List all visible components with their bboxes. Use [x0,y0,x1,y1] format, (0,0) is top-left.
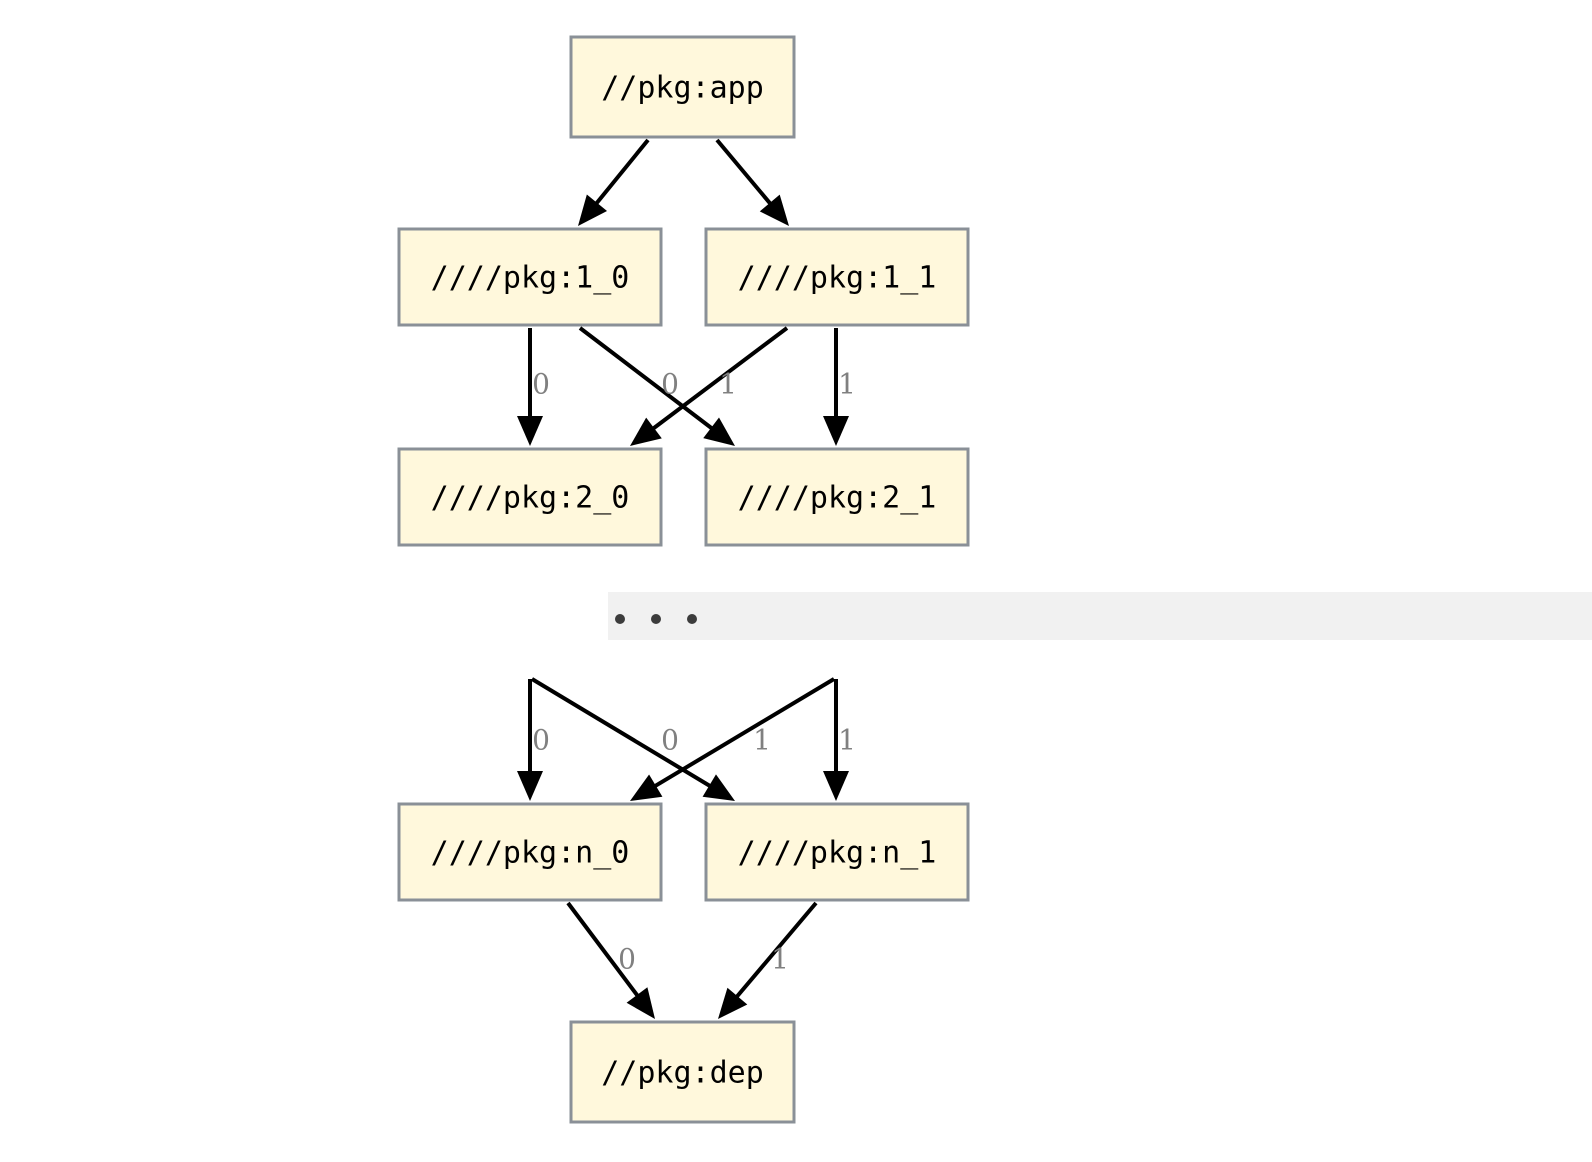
arrow-head-icon [578,194,608,226]
node-label: ////pkg:n_0 [431,836,630,871]
graph-node-n1_1[interactable]: ////pkg:1_1 [704,227,970,327]
graph-edge [630,326,789,446]
graph-node-n1_0[interactable]: ////pkg:1_0 [397,227,663,327]
arrow-head-icon [630,774,663,801]
edge-label: 1 [838,368,856,401]
ellipsis-dot [687,614,697,624]
node-box [704,227,970,327]
node-label: //pkg:app [601,71,764,106]
node-label: ////pkg:1_0 [431,261,630,296]
edge-label: 0 [618,943,636,976]
arrow-head-icon [517,416,543,446]
graph-edge [517,328,543,446]
edge-line [649,326,789,432]
graph-node-n2_1[interactable]: ////pkg:2_1 [704,447,970,547]
arrow-head-icon [759,194,789,226]
node-box [569,35,796,139]
node-label: ////pkg:2_0 [431,481,630,516]
graph-edge [823,328,849,446]
arrow-head-icon [823,416,849,446]
edge-label: 0 [661,368,679,401]
edge-line [715,138,774,208]
graph-edge [718,901,818,1019]
graph-edge [578,326,735,446]
edge-label: 0 [532,724,550,757]
ellipsis-dot [651,614,661,624]
edge-line [566,901,642,1000]
graph-edge [823,679,849,801]
arrow-head-icon [626,987,655,1019]
node-box [569,1020,796,1124]
graph-node-nn_1[interactable]: ////pkg:n_1 [704,802,970,902]
edge-line [651,677,836,790]
graph-edge [530,677,735,801]
graph-node-dep[interactable]: //pkg:dep [569,1020,796,1124]
ellipsis-separator [608,592,1592,640]
edge-label: 0 [661,724,679,757]
graph-edge [715,138,789,226]
arrow-head-icon [703,417,735,446]
edge-line [530,677,714,790]
graph-node-n2_0[interactable]: ////pkg:2_0 [397,447,663,547]
edge-line [592,138,650,208]
graph-edge [566,901,655,1019]
arrow-head-icon [702,774,735,801]
ellipsis-dot [615,614,625,624]
graph-node-app[interactable]: //pkg:app [569,35,796,139]
edge-label: 1 [719,368,737,401]
node-box [397,227,663,327]
edge-label: 1 [771,943,789,976]
arrow-head-icon [630,417,662,446]
edge-label: 1 [838,724,856,757]
edge-label: 1 [753,724,771,757]
graph-edge [630,677,836,801]
node-label: ////pkg:2_1 [738,481,937,516]
graph-edge [517,679,543,801]
node-label: ////pkg:n_1 [738,836,937,871]
node-box [704,802,970,902]
edge-label: 0 [532,368,550,401]
node-box [397,802,663,902]
ellipsis-band [608,592,1592,640]
graph-edge [578,138,650,226]
node-label: //pkg:dep [601,1056,764,1091]
edge-layer [517,138,849,1019]
edge-label-layer: 0 0 1 1 0 0 1 1 0 1 [532,368,856,976]
node-label: ////pkg:1_1 [738,261,937,296]
graph-node-nn_0[interactable]: ////pkg:n_0 [397,802,663,902]
arrow-head-icon [718,987,748,1019]
edge-line [733,901,818,1001]
arrow-head-icon [823,771,849,801]
edge-line [578,326,716,432]
node-box [397,447,663,547]
node-layer: //pkg:app ////pkg:1_0 ////pkg:1_1 ////pkg:2… [397,35,970,1124]
node-box [704,447,970,547]
arrow-head-icon [517,771,543,801]
